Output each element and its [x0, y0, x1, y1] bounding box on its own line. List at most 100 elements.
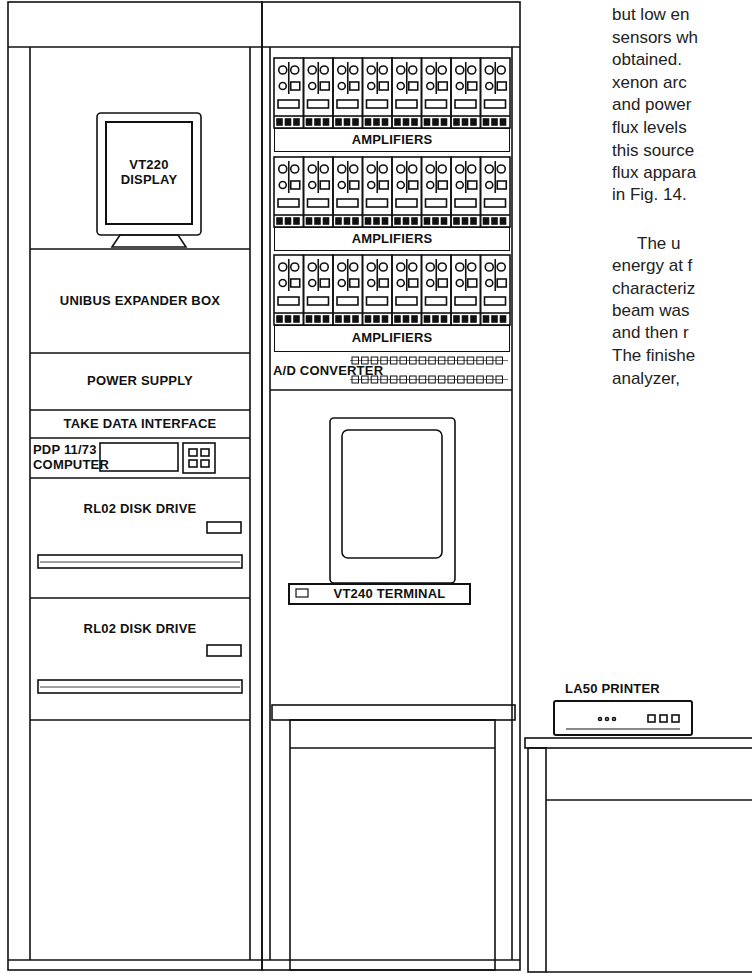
printer-table [525, 738, 752, 972]
amplifier-modules [501, 218, 506, 224]
amplifier-modules [494, 259, 496, 291]
amplifier-modules [468, 165, 476, 173]
amplifier-modules [320, 181, 329, 189]
amplifier-modules [337, 100, 358, 108]
amplifier-modules [438, 66, 446, 74]
amplifier-modules [438, 279, 447, 287]
amplifier-modules [353, 119, 358, 125]
amplifier-modules [435, 62, 437, 94]
rack-dividers [30, 248, 250, 250]
amplifier-modules [277, 119, 282, 125]
computer-panel [183, 443, 215, 473]
amplifier-modules [481, 58, 511, 128]
amplifier-modules [409, 66, 417, 74]
printer-controls [613, 718, 616, 721]
amplifier-modules [347, 259, 349, 291]
amplifier-modules [363, 157, 393, 227]
amplifier-modules [336, 316, 341, 322]
amplifier-modules [433, 119, 438, 125]
amplifier-modules [379, 82, 388, 90]
amplifier-modules [366, 316, 371, 322]
amplifier-modules [345, 316, 350, 322]
amplifier-modules [485, 199, 506, 207]
amplifier-modules [395, 119, 400, 125]
amplifier-modules [442, 218, 447, 224]
amplifier-modules [347, 62, 349, 94]
amplifier-modules [350, 66, 358, 74]
amplifier-modules [392, 312, 422, 314]
amplifier-modules [347, 161, 349, 193]
terminal-keyboard: VT240 TERMINAL [288, 583, 471, 605]
amplifier-modules [465, 161, 467, 193]
amplifier-modules [353, 218, 358, 224]
rack-frame [29, 47, 31, 960]
amplifier-modules [383, 218, 388, 224]
amplifier-modules [392, 157, 422, 227]
amplifier-modules [307, 119, 312, 125]
rack-frame [8, 959, 520, 961]
amplifier-modules [353, 316, 358, 322]
amplifier-modules [336, 119, 341, 125]
amplifier-modules [345, 119, 350, 125]
amplifier-modules [456, 182, 463, 189]
amplifier-modules [294, 218, 299, 224]
amplifier-modules [279, 66, 287, 74]
amplifier-modules [395, 218, 400, 224]
amplifier-modules [451, 312, 481, 314]
amplifier-modules [485, 100, 506, 108]
rack-dividers [270, 389, 512, 391]
amplifier-modules [308, 66, 316, 74]
amplifier-modules [315, 218, 320, 224]
amplifier-modules [468, 263, 476, 271]
amplifier-modules [397, 182, 404, 189]
desk [272, 705, 515, 720]
amplifier-modules [433, 218, 438, 224]
amplifier-modules [374, 316, 379, 322]
amplifier-modules [338, 263, 346, 271]
rack-dividers [30, 409, 250, 411]
amplifier-modules [484, 218, 489, 224]
amplifier-modules [465, 62, 467, 94]
amplifier-modules [481, 312, 511, 314]
printer-controls [672, 715, 679, 722]
amplifier-modules [485, 66, 493, 74]
amplifier-modules [409, 181, 418, 189]
amplifier-modules [274, 58, 510, 325]
disk-drive-2 [38, 680, 242, 693]
amplifier-modules [367, 100, 388, 108]
amplifier-modules [451, 115, 481, 117]
amplifier-modules [336, 218, 341, 224]
display-screen: VT220 DISPLAY [105, 121, 193, 225]
amplifier-modules [345, 218, 350, 224]
unit-label: AMPLIFIERS [352, 232, 433, 247]
amplifier-modules [492, 316, 497, 322]
amplifier-modules [422, 115, 452, 117]
amplifier-modules [304, 255, 334, 325]
text-fragment: this source [612, 142, 694, 159]
amplifier-modules [456, 66, 464, 74]
amplifier-modules [338, 66, 346, 74]
amplifier-modules [485, 165, 493, 173]
amplifier-modules [433, 316, 438, 322]
amplifier-modules [379, 181, 388, 189]
unit-label: RL02 DISK DRIVE [84, 622, 197, 637]
amplifier-modules [497, 66, 505, 74]
disk-drive: RL02 DISK DRIVE [30, 598, 250, 720]
amplifier-modules [317, 62, 319, 94]
unit-label: TAKE DATA INTERFACE [64, 417, 217, 432]
amplifier-modules [363, 58, 393, 128]
amplifier-modules [279, 182, 286, 189]
vt240-monitor [342, 430, 442, 558]
text-fragment: and then r [612, 324, 689, 341]
amplifier-modules [367, 297, 388, 305]
amplifier-modules [309, 182, 316, 189]
amplifier-modules [277, 218, 282, 224]
amplifier-modules [308, 199, 329, 207]
amplifier-modules [484, 119, 489, 125]
amplifier-modules [350, 263, 358, 271]
amplifier-modules [363, 115, 393, 117]
amplifier-modules [309, 83, 316, 90]
amplifier-modules [397, 83, 404, 90]
amplifier-modules [456, 165, 464, 173]
computer-panel [201, 460, 209, 467]
